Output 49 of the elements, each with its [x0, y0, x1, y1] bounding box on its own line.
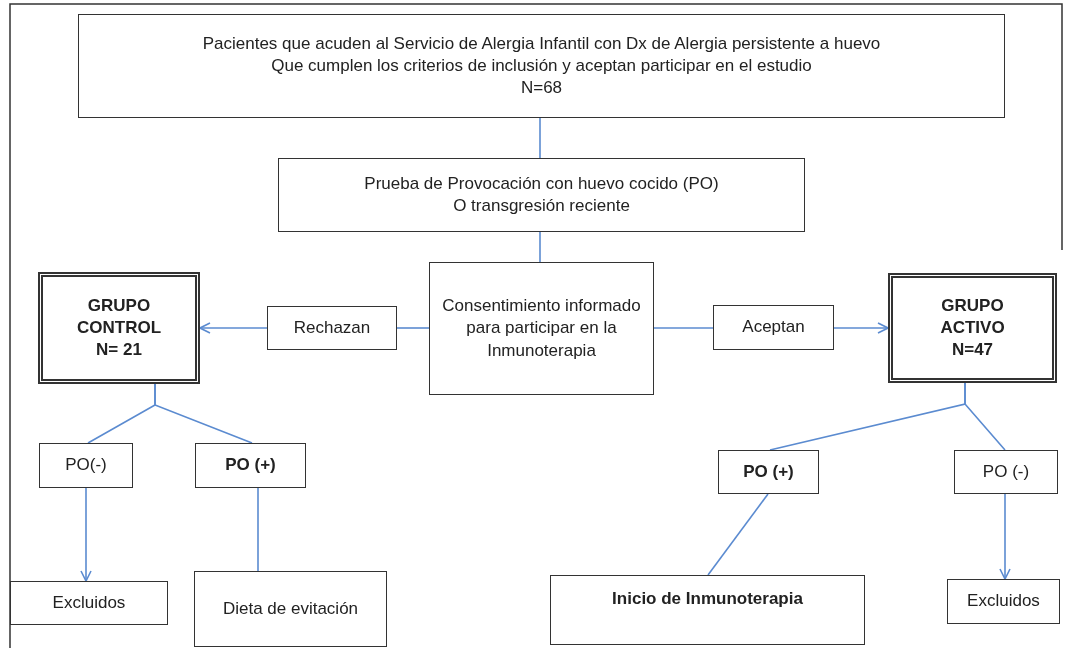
box-text: PO (+) — [225, 454, 276, 477]
box-text: PO(-) — [65, 454, 107, 477]
connector-line — [539, 117, 541, 159]
arrow — [80, 487, 92, 582]
process-box — [718, 450, 819, 494]
arrow — [999, 493, 1011, 580]
box-text: Pacientes que acuden al Servicio de Alergia Infantil con Dx de Alergia persistente a huevo — [202, 32, 881, 55]
group-box — [888, 273, 1057, 383]
connector-line — [396, 327, 430, 329]
connector-line — [154, 383, 253, 444]
connector-line — [707, 493, 769, 576]
process-box — [39, 443, 133, 488]
box-text: PO (+) — [743, 460, 794, 483]
connector-line — [964, 382, 1006, 451]
process-box — [78, 14, 1005, 118]
process-box — [947, 579, 1060, 624]
box-text: N= 21 — [96, 339, 142, 362]
box-text: Excluidos — [52, 591, 126, 614]
connector-line — [257, 487, 259, 572]
arrow — [833, 322, 889, 334]
box-text: PO (-) — [982, 460, 1030, 483]
process-box — [429, 262, 654, 395]
box-text: Aceptan — [742, 316, 805, 339]
box-text: GRUPO — [941, 294, 1004, 317]
connector-line — [539, 231, 541, 263]
box-text: ACTIVO — [940, 316, 1005, 339]
arrow — [199, 322, 268, 334]
box-text: Que cumplen los criterios de inclusión y aceptan participar en el estudio — [271, 54, 812, 77]
box-text: Rechazan — [293, 316, 371, 339]
group-box — [38, 272, 200, 384]
box-text: N=47 — [951, 339, 994, 362]
process-box — [194, 571, 387, 647]
process-box — [267, 306, 397, 350]
box-text: N=68 — [520, 77, 563, 100]
process-box — [550, 575, 865, 645]
box-text: Inicio de Inmunoterapia — [612, 588, 803, 610]
box-text: GRUPO — [87, 294, 151, 317]
box-text: O transgresión reciente — [453, 195, 630, 217]
process-box — [195, 443, 306, 488]
box-text: CONTROL — [76, 316, 161, 339]
process-box — [954, 450, 1058, 494]
box-text: Dieta de evitación — [222, 597, 359, 620]
box-text: Consentimiento informado para participar en la Inmunoterapia — [441, 295, 642, 362]
connector-line — [653, 327, 714, 329]
box-text: Prueba de Provocación con huevo cocido (PO) — [364, 172, 719, 195]
process-box — [713, 305, 834, 350]
process-box — [10, 581, 168, 625]
process-box — [278, 158, 805, 232]
box-text: Excluidos — [967, 590, 1040, 613]
